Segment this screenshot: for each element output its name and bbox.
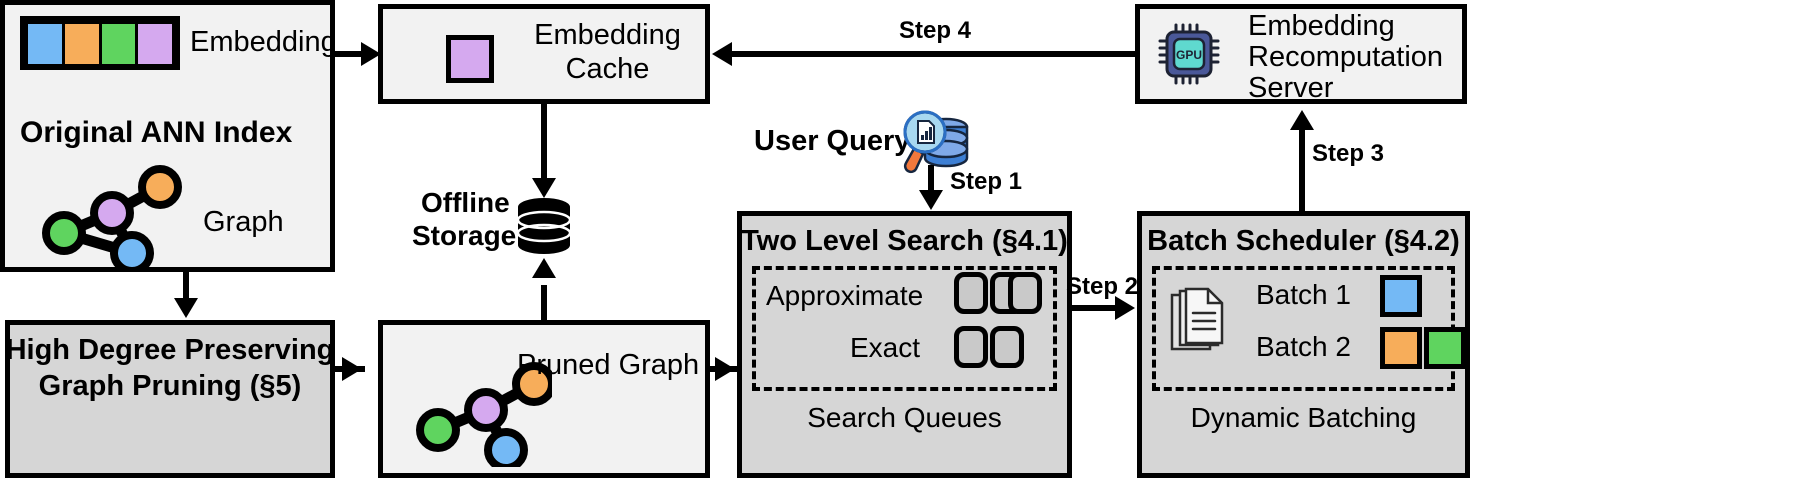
step4-label: Step 4 (898, 17, 972, 44)
arrow-cache-to-storage-line (541, 104, 547, 182)
offline-storage-label-line2: Storage (412, 220, 517, 251)
approximate-queue-cell-3 (1008, 272, 1042, 314)
exact-queue-cell-2 (990, 326, 1024, 368)
search-queues-dashed-panel (752, 266, 1057, 391)
embedding-cell-green (101, 24, 136, 64)
arrow-step2-line (1072, 305, 1120, 311)
embedding-cache-title-line2: Cache (565, 53, 650, 85)
user-query-label: User Query (754, 125, 911, 157)
arrow-step1-line (928, 165, 934, 195)
arrow-step3-line (1299, 130, 1305, 211)
arrow-index-to-cache-line (335, 51, 363, 57)
arrow-pruned-to-storage-line (541, 285, 547, 320)
arrow-index-to-pruning-head (174, 298, 198, 318)
two-level-search-title: Two Level Search (§4.1) (741, 225, 1068, 257)
arrow-index-to-cache-head (361, 42, 381, 66)
graph-pruning-title-line1: High Degree Preserving (5, 334, 335, 366)
graph-pruning-box (5, 320, 335, 478)
graph-label: Graph (203, 206, 284, 238)
original-ann-index-title: Original ANN Index (20, 116, 293, 149)
recomputation-server-title-line2: Recomputation (1248, 41, 1444, 73)
step1-label: Step 1 (950, 168, 1023, 195)
approximate-queue-cell-1 (954, 272, 988, 314)
offline-storage-label-line1: Offline (421, 187, 510, 218)
search-queues-footer: Search Queues (807, 402, 1002, 433)
embedding-label: Embedding (190, 26, 337, 58)
arrow-step3-head (1290, 110, 1314, 130)
documents-stack-icon (1170, 287, 1224, 351)
batch-2-swatch-green (1424, 327, 1466, 369)
arrow-pruned-to-search-head (715, 357, 735, 381)
gpu-chip-icon: GPU (1158, 23, 1220, 85)
arrow-step4-head (712, 42, 732, 66)
exact-queue-label: Exact (850, 332, 921, 363)
embedding-cell-orange (64, 24, 99, 64)
arrow-step1-head (919, 190, 943, 210)
graph-pruning-title-line2: Graph Pruning (§5) (38, 370, 302, 402)
pruned-graph-icon (416, 362, 552, 467)
svg-text:GPU: GPU (1176, 48, 1202, 62)
embedding-cell-blue (28, 24, 62, 64)
search-database-icon (903, 110, 969, 174)
database-icon (516, 198, 572, 254)
batch-2-swatch-orange (1380, 327, 1422, 369)
batch-1-swatch-blue (1380, 275, 1422, 317)
embedding-cell-purple (138, 24, 172, 64)
embedding-cache-swatch (446, 35, 494, 83)
step3-label: Step 3 (1312, 140, 1385, 167)
arrow-step2-head (1115, 296, 1135, 320)
arrow-cache-to-storage-head (532, 178, 556, 198)
arrow-pruning-to-pruned-head (342, 357, 362, 381)
arrow-index-to-pruning-line (183, 272, 189, 302)
batch-scheduler-title: Batch Scheduler (§4.2) (1147, 225, 1460, 257)
embedding-cache-title-line1: Embedding (534, 19, 681, 51)
original-graph-icon (42, 165, 182, 270)
dynamic-batching-footer: Dynamic Batching (1190, 402, 1417, 433)
approximate-queue-label: Approximate (766, 280, 924, 311)
pruned-graph-label: Pruned Graph (517, 349, 700, 381)
arrow-pruned-to-storage-head (532, 258, 556, 278)
recomputation-server-title-line1: Embedding (1248, 10, 1395, 42)
batch-1-label: Batch 1 (1256, 279, 1351, 310)
exact-queue-cell-1 (954, 326, 988, 368)
arrow-step4-line (730, 51, 1137, 57)
embedding-strip (20, 16, 180, 70)
step2-label: Step 2 (1065, 273, 1139, 300)
recomputation-server-title-line3: Server (1248, 72, 1334, 104)
batch-2-label: Batch 2 (1256, 331, 1351, 362)
